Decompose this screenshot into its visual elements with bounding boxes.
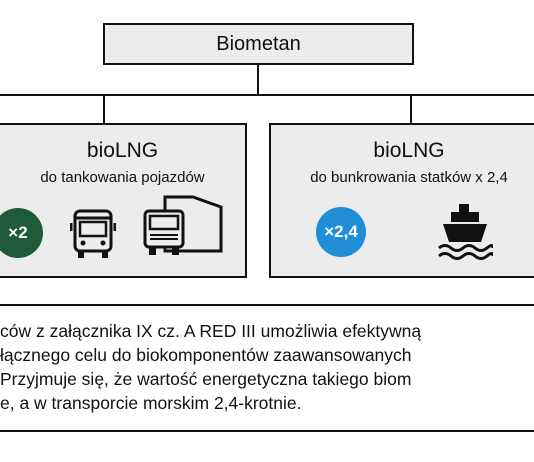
truck-icon [143,195,223,255]
text-line: łącznego celu do biokomponentów zaawanso… [0,345,412,365]
multiplier-label: ×2,4 [324,222,358,241]
biometan-box: Biometan [103,23,414,65]
card-vehicles: bioLNG do tankowania pojazdów ×2 [0,123,247,278]
card-title: bioLNG [373,139,445,162]
card-title: bioLNG [86,139,159,162]
description-text: ców z załącznika IX cz. A RED III umożli… [0,304,534,432]
text-line: ców z załącznika IX cz. A RED III umożli… [0,321,422,341]
card-subtitle: do bunkrowania statków x 2,4 [310,169,508,186]
card-ships: bioLNG do bunkrowania statków x 2,4 ×2,4 [269,123,534,278]
ship-icon [438,204,493,260]
bus-icon [70,209,116,258]
card-subtitle: do tankowania pojazdów [40,169,205,186]
text-line: e, a w transporcie morskim 2,4-krotnie. [0,393,302,413]
multiplier-badge: ×2,4 [316,207,366,257]
biometan-label: Biometan [216,32,301,55]
multiplier-badge: ×2 [0,208,43,258]
multiplier-label: ×2 [8,223,28,242]
text-line: Przyjmuje się, że wartość energetyczna t… [0,369,412,389]
